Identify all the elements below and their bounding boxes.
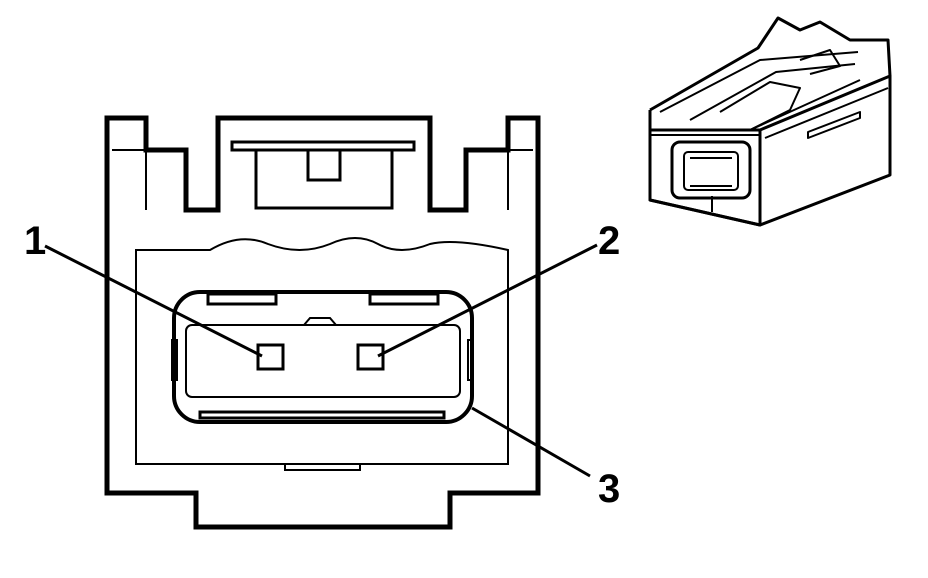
cavity-key [303,317,337,326]
connector-front-view [104,115,541,530]
rib-right [368,292,440,306]
callout-1: 1 [24,219,46,263]
bottom-step [284,464,361,471]
iso-cavity-ribs [690,157,732,212]
connector-isometric-view [648,16,892,227]
left-latch-detail [112,149,187,210]
lock-tab [230,140,416,210]
right-latch-detail [465,149,533,210]
iso-top-ridge [659,51,861,131]
leader-line-3 [471,406,591,478]
inner-face [135,237,509,465]
leader-line-1 [44,244,263,358]
rib-bottom [198,410,446,420]
lock-tab-notch [256,148,392,182]
terminal-cavity-inner [185,324,461,398]
slot-right [467,339,474,381]
iso-right-edge [764,87,889,139]
leader-lines [44,243,598,478]
iso-right-side [759,74,892,227]
leader-line-2 [377,243,598,358]
iso-top [649,16,892,112]
iso-front-face-outline [648,110,762,227]
rib-left [206,292,278,306]
callout-3: 3 [598,467,620,511]
iso-side-slot [807,111,861,139]
terminal-2 [356,343,385,371]
terminal-cavity [172,290,474,424]
iso-front-face [648,128,762,227]
callout-2: 2 [598,219,620,263]
slot-left [171,339,178,381]
terminal-1 [256,343,285,371]
iso-latch [719,49,841,131]
iso-cavity-inner [683,151,739,191]
